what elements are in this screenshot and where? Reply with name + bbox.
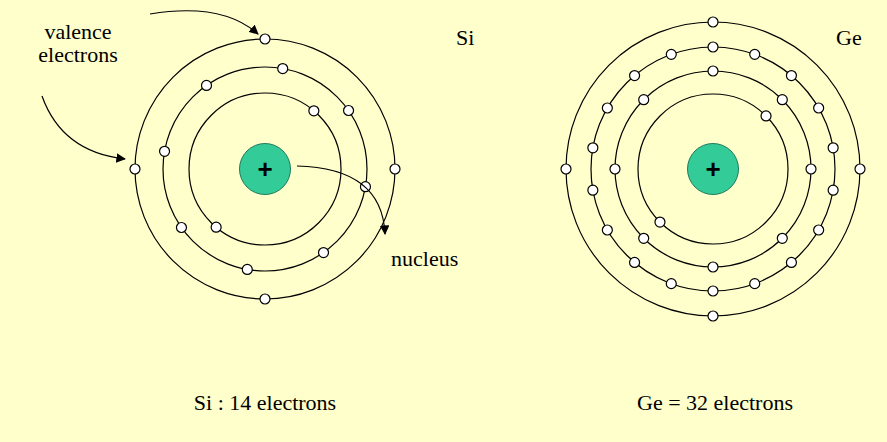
electron [750, 279, 760, 289]
electron [806, 164, 816, 174]
element-symbol: Si [456, 26, 474, 49]
electron [130, 164, 140, 174]
electron [708, 286, 718, 296]
electron [344, 105, 354, 115]
electron [814, 103, 824, 113]
nucleus-circle: + [239, 143, 291, 195]
electron [786, 257, 796, 267]
orbit-ring [135, 39, 395, 299]
electron [588, 143, 598, 153]
orbit-ring [638, 94, 788, 244]
nucleus-circle: + [687, 143, 739, 195]
electron [708, 311, 718, 321]
electron [561, 164, 571, 174]
callout-label: valence electrons [23, 20, 133, 66]
electron [666, 279, 676, 289]
electron [814, 225, 824, 235]
caption-text: Ge = 32 electrons [637, 391, 793, 414]
electron [750, 49, 760, 59]
nucleus-charge: + [257, 156, 272, 182]
orbit-ring [615, 71, 811, 267]
electron [588, 185, 598, 195]
element-symbol: Ge [836, 26, 862, 49]
electron [828, 185, 838, 195]
nucleus-charge: + [705, 156, 720, 182]
electron [828, 143, 838, 153]
electron [708, 42, 718, 52]
electron [855, 164, 865, 174]
electron [211, 222, 221, 232]
leader-arrow [297, 166, 385, 234]
electron [390, 164, 400, 174]
electron [260, 294, 270, 304]
electron [630, 257, 640, 267]
electron [602, 225, 612, 235]
electron [176, 223, 186, 233]
electron [666, 49, 676, 59]
electron [777, 233, 787, 243]
leader-arrow [42, 96, 125, 159]
callout-label: nucleus [391, 247, 458, 270]
electron [630, 71, 640, 81]
electron [201, 80, 211, 90]
electron [260, 34, 270, 44]
orbit-ring [163, 67, 367, 271]
orbit-ring [591, 47, 835, 291]
electron [786, 71, 796, 81]
orbit-ring [189, 93, 341, 245]
caption-text: Si : 14 electrons [194, 391, 336, 414]
electron [160, 146, 170, 156]
electron [708, 66, 718, 76]
electron [639, 233, 649, 243]
leader-arrow [150, 11, 258, 34]
electron [639, 95, 649, 105]
electron [278, 64, 288, 74]
electron [309, 106, 319, 116]
orbit-ring [566, 22, 860, 316]
electron [242, 264, 252, 274]
electron [708, 17, 718, 27]
electron [655, 217, 665, 227]
electron [777, 95, 787, 105]
electron [319, 248, 329, 258]
electron [602, 103, 612, 113]
electron [610, 164, 620, 174]
electron [761, 111, 771, 121]
electron [708, 262, 718, 272]
